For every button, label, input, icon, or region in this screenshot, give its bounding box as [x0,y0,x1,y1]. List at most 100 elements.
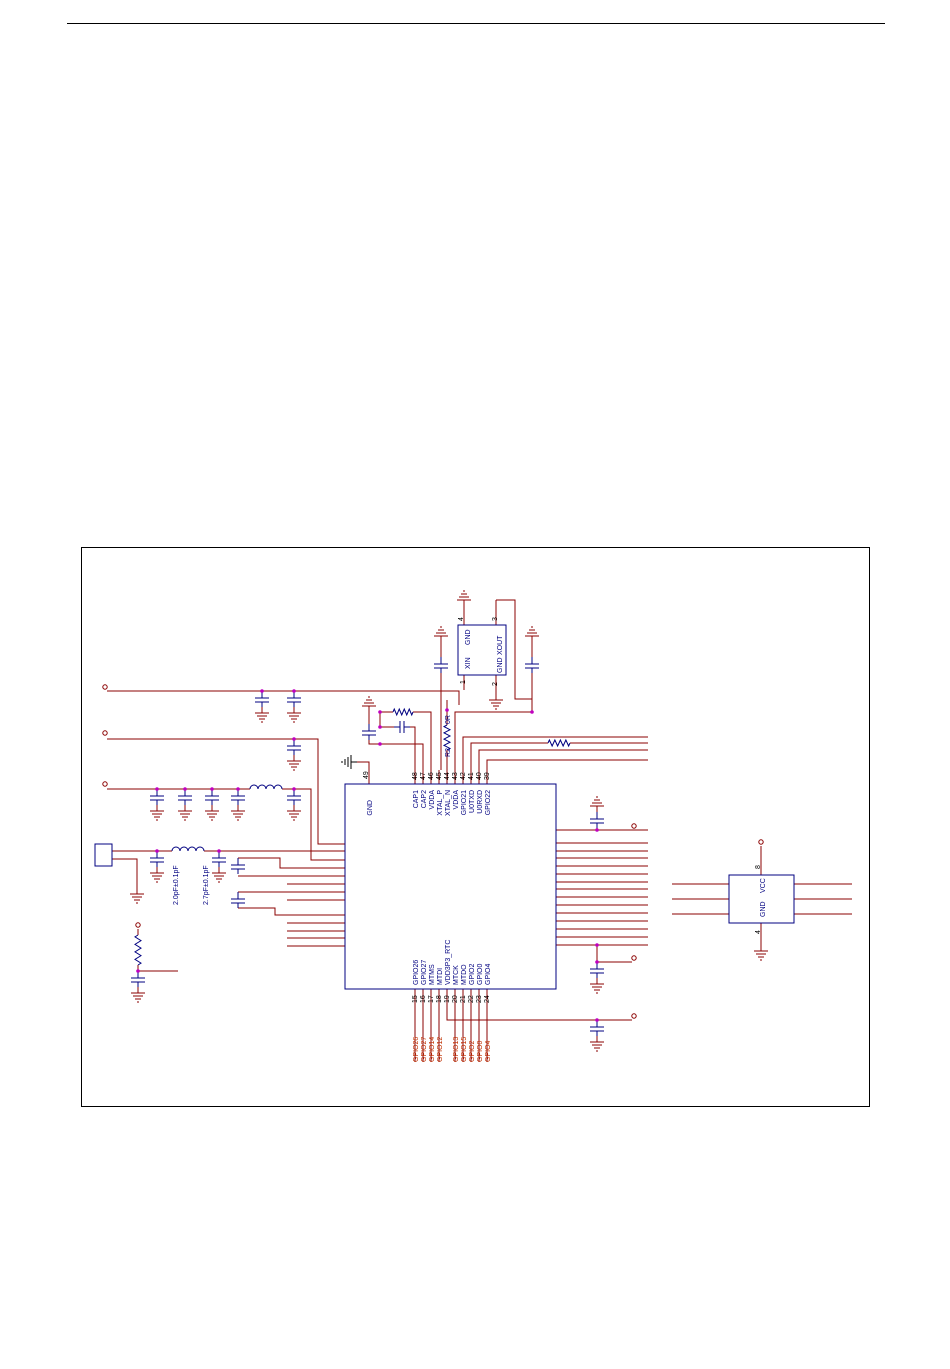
flash-gnd-label: GND [760,901,767,917]
cap-net [368,740,424,770]
ic-pin-name: VDDA [429,790,436,810]
capacitor [394,721,410,733]
capacitor [287,789,301,805]
antenna-connector [94,843,113,867]
ground-symbol [130,888,144,904]
esp32-chip-body [344,783,557,990]
cap-res-net-b [413,711,432,770]
crystal-pin-4: 4 [458,617,465,621]
capacitor [525,657,539,673]
capacitor [590,1020,604,1036]
crystal-pin-1: 1 [460,680,467,684]
flash-vcc-label: VCC [760,878,767,893]
gpio-net-label: GPIO13 [453,1037,460,1062]
right-vdd-net-2 [596,945,632,963]
crystal-pin-xout: XOUT [497,635,504,655]
ic-pin-number: 44 [444,772,451,780]
capacitor [231,789,245,805]
ground-symbol [212,867,226,883]
junction-dot [292,787,296,791]
ic-pin-number: 19 [444,995,451,1003]
ic-gnd-pin [357,761,370,784]
u0rxd-net [478,749,648,770]
ground-symbol [205,805,219,821]
reset-wire-b [137,965,178,972]
ground-symbol [231,805,245,821]
vdd3p3-rtc-net [446,1003,632,1021]
gpio-net-label: GPIO26 [413,1037,420,1062]
ic-pin-number: 40 [476,772,483,780]
power-terminal [102,781,108,787]
ic-pin-number: 16 [420,995,427,1003]
inductor [249,784,283,790]
gpio21-net [462,736,648,770]
labels: 48CAP147CAP246VDDA45XTAL_P44XTAL_N43VDDA… [412,772,492,1062]
power-terminal [102,730,108,736]
capacitor [212,851,226,867]
gpio-net-label: GPIO14 [429,1037,436,1062]
resistor [134,934,142,966]
junction-dot [217,849,221,853]
junction-dot [595,828,599,832]
r2-ref-label: R2 [445,748,452,757]
ic-pin-number: 48 [412,772,419,780]
ground-symbol [489,694,503,710]
capacitor [287,691,301,707]
right-vdd-net [596,828,632,831]
crystal-pin-gnd-top: GND [465,629,472,645]
junction-dot [155,787,159,791]
ground-symbol [457,590,471,606]
ic-pin-name: GPIO26 [413,960,420,985]
r2-value-label: 0R [445,715,452,724]
ic-pin-name: CAP1 [413,790,420,808]
ic-pin-name: VDDA [453,790,460,810]
ic-pin-name: U0RXD [477,790,484,814]
junctions [136,689,599,1022]
resistor [392,707,414,717]
power-terminal [135,922,141,928]
wires [107,599,852,1062]
ic-gnd-pin-number: 49 [363,771,370,779]
gpio-net-label: GPIO12 [437,1037,444,1062]
ic-pin-number: 23 [476,995,483,1003]
ground-symbol [590,1036,604,1052]
crystal-pin-gnd-bottom: GND [497,657,504,673]
capacitor [590,812,604,828]
junction-dot [155,849,159,853]
junction-dot [210,787,214,791]
ic-pin-name: MTDI [437,968,444,985]
capacitor [434,657,448,673]
vdd-rail-3b [282,788,345,861]
gpio-net-label: GPIO27 [421,1037,428,1062]
schematic-frame [81,547,870,1107]
capacitor [590,962,604,978]
junction-dot [445,708,449,712]
power-terminal [631,823,637,829]
page-header-rule [67,23,885,24]
ic-pin-number: 45 [436,772,443,780]
ic-pin-number: 22 [468,995,475,1003]
ic-pin-number: 47 [420,772,427,780]
ic-pin-number: 15 [412,995,419,1003]
crystal-pin-3: 3 [492,617,499,621]
flash-vcc-pin-number: 8 [755,865,762,869]
ground-symbol [150,867,164,883]
ground-symbol [178,805,192,821]
junction-dot [292,737,296,741]
ground-symbol [131,987,145,1003]
ic-pin-number: 42 [460,772,467,780]
crystal-body [457,624,507,676]
ground-symbol [341,755,357,769]
ground-symbol [287,805,301,821]
ic-gnd-pin-label: GND [367,800,374,816]
junction-dot [378,742,382,746]
ground-symbol [287,755,301,771]
resistor [442,724,452,751]
junction-dot [136,969,140,973]
ic-pin-name: GPIO27 [421,960,428,985]
power-terminal [631,955,637,961]
junction-dot [260,689,264,693]
xtal-cap-right-b [454,673,533,770]
ground-symbol [287,707,301,723]
inductor [171,846,205,852]
